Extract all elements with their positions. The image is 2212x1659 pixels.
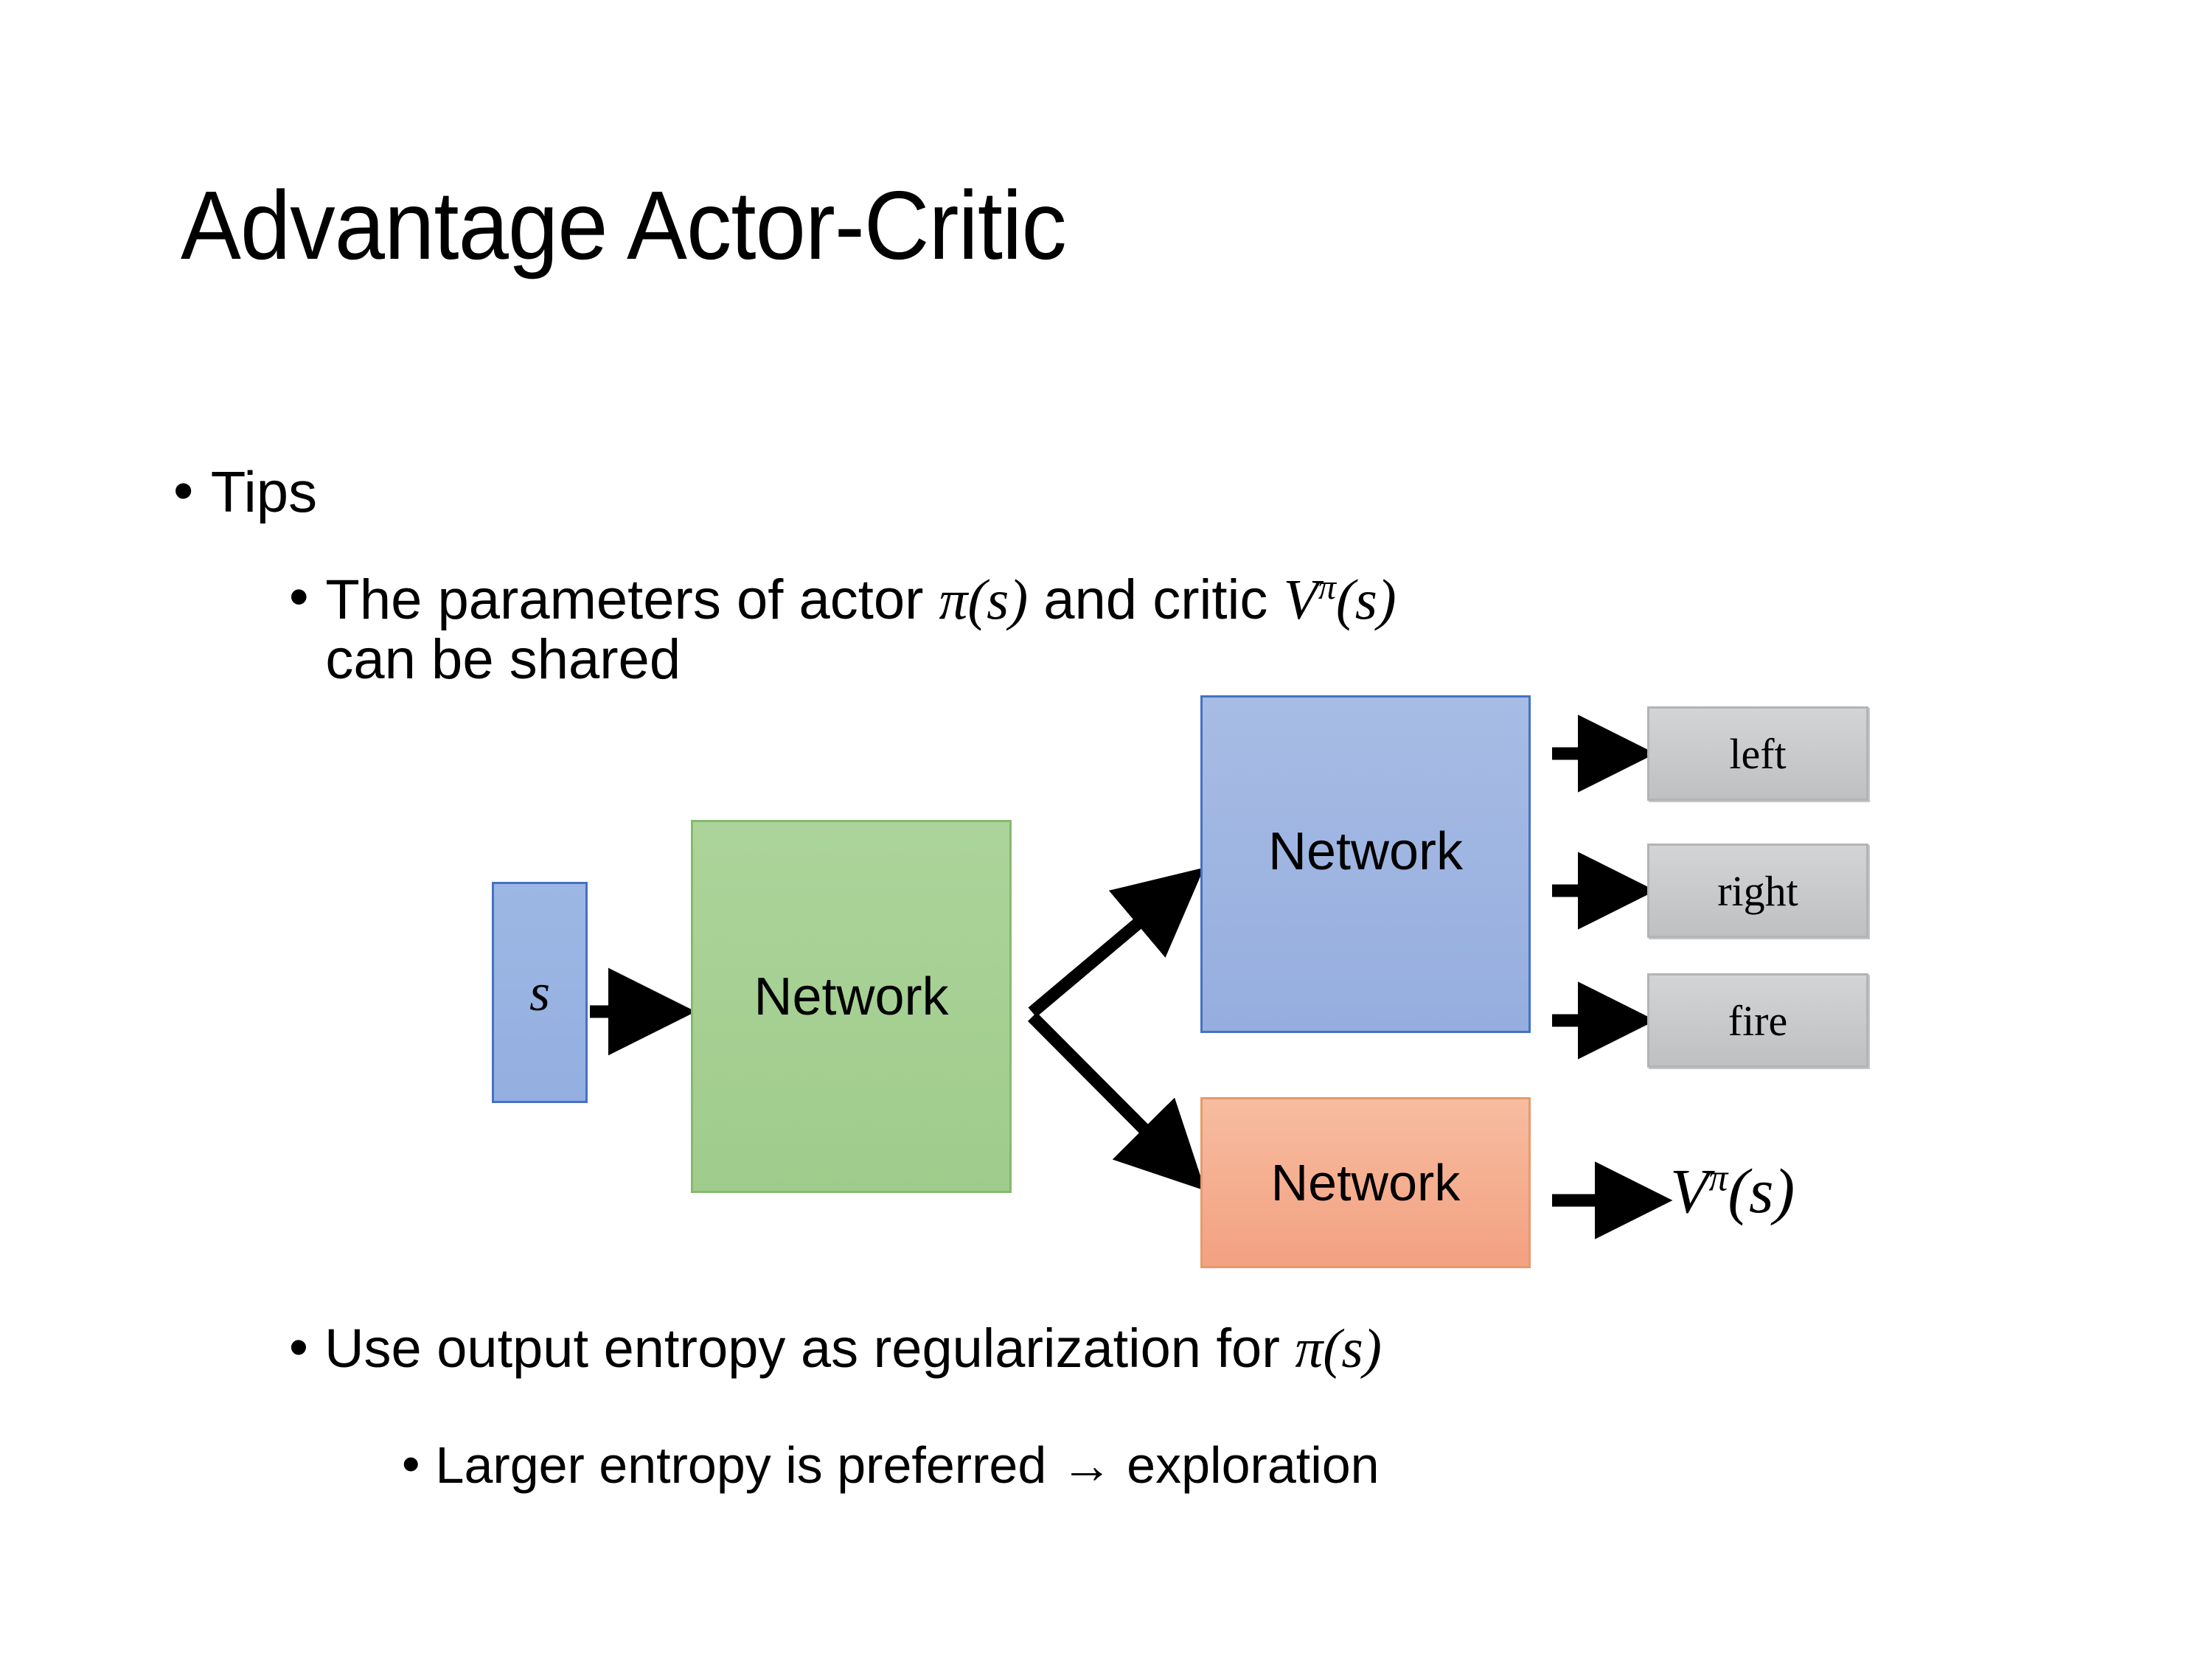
bullet-shared-parameters: • The parameters of actor π(s) and criti… [289, 566, 2000, 691]
critic-network-label: Network [1270, 1154, 1461, 1211]
bullet-tips: • Tips [173, 462, 317, 523]
math-critic-base: V [1283, 568, 1318, 631]
bullet-shared-parameters-text: The parameters of actor π(s) and critic … [325, 568, 1397, 691]
math-actor-pi-s: π(s) [939, 568, 1029, 631]
value-output-superscript: π [1708, 1157, 1728, 1200]
arrow-shared-to-actor [1028, 867, 1205, 1018]
actor-network-box[interactable]: Network [1200, 695, 1531, 1033]
shared-params-middle: and critic [1028, 568, 1284, 631]
math-critic-argument: (s) [1335, 568, 1397, 631]
action-output-fire[interactable]: fire [1647, 973, 1868, 1068]
state-label: s [529, 962, 551, 1022]
bullet-entropy-regularization: • Use output entropy as regularization f… [289, 1316, 1382, 1380]
shared-params-prefix: The parameters of actor [325, 568, 939, 631]
math-policy-pi-s: π(s) [1295, 1318, 1382, 1380]
actor-network-label: Network [1267, 822, 1464, 881]
bullet-marker-icon: • [402, 1435, 420, 1492]
arrow-shared-to-critic [1027, 1012, 1206, 1191]
action-output-fire-label: fire [1728, 996, 1788, 1045]
entropy-prefix: Use output entropy as regularization for [324, 1318, 1295, 1379]
bullet-larger-entropy: • Larger entropy is preferred → explorat… [402, 1438, 1380, 1492]
action-output-left-label: left [1729, 729, 1787, 778]
action-output-right[interactable]: right [1647, 844, 1868, 938]
bullet-marker-icon: • [173, 458, 194, 523]
shared-network-label: Network [754, 967, 949, 1026]
math-critic-superscript: π [1318, 568, 1336, 608]
shared-network-box[interactable]: Network [691, 820, 1012, 1193]
math-critic-v-pi-s: Vπ(s) [1284, 568, 1397, 631]
action-output-right-label: right [1717, 866, 1798, 915]
bullet-marker-icon: • [289, 1316, 308, 1377]
shared-params-line2: can be shared [325, 627, 681, 691]
bullet-marker-icon: • [289, 566, 309, 628]
state-input-box[interactable]: s [492, 882, 588, 1103]
value-output-base: V [1670, 1155, 1709, 1226]
page-title: Advantage Actor-Critic [181, 171, 1067, 279]
bullet-entropy-text: Use output entropy as regularization for… [324, 1318, 1382, 1380]
critic-network-box[interactable]: Network [1200, 1097, 1531, 1268]
value-output-argument: (s) [1728, 1155, 1795, 1226]
bullet-tips-label: Tips [210, 459, 318, 524]
bullet-larger-entropy-label: Larger entropy is preferred → exploratio… [435, 1436, 1380, 1494]
value-output-label: Vπ(s) [1670, 1154, 1795, 1228]
action-output-left[interactable]: left [1647, 706, 1868, 801]
